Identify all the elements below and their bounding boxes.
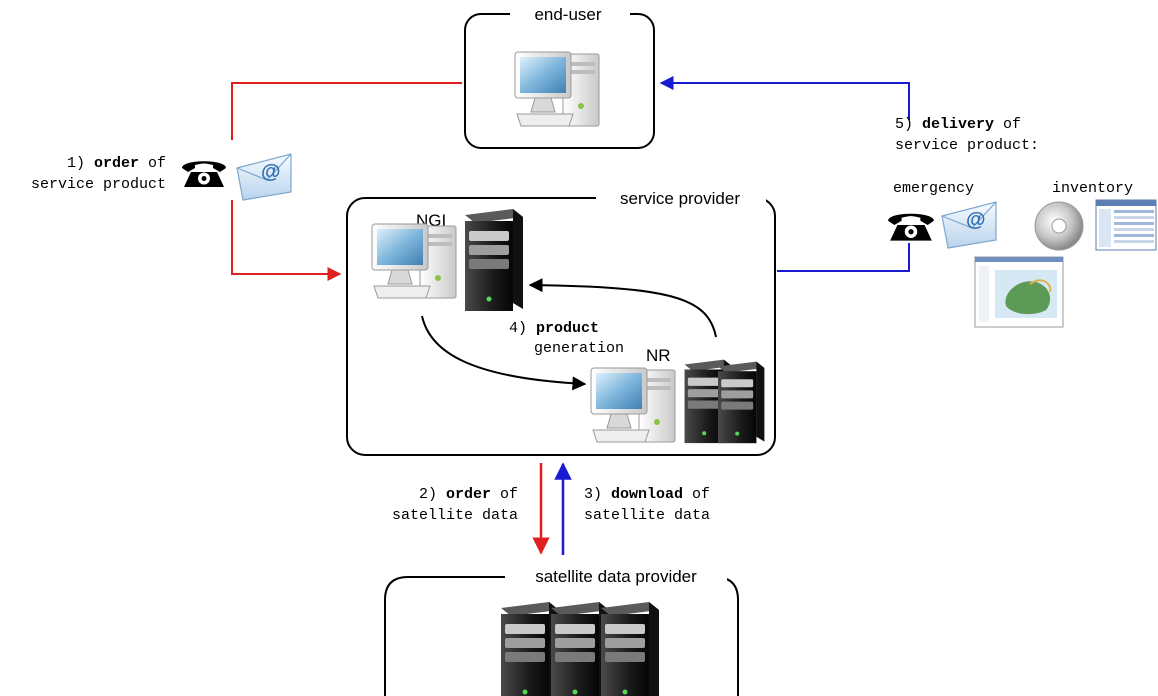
inventory-label: inventory [1052, 180, 1133, 197]
step-2-line2: satellite data [392, 507, 518, 524]
step-1-line2: service product [31, 176, 166, 193]
ngi-to-nr-flow [421, 315, 587, 391]
step-4-prefix: 4) [509, 320, 536, 337]
cd-disc-icon [1034, 201, 1084, 251]
step-5-label: 5) delivery of service product: [895, 116, 1039, 154]
step-2-suffix: of [491, 486, 518, 503]
delivery-email-icon [941, 201, 997, 249]
end-user-box: end-user [464, 4, 655, 149]
step-2-keyword: order [446, 486, 491, 503]
order-telephone-icon [182, 161, 226, 187]
step-4-label: 4) product generation [509, 320, 624, 357]
step-5-prefix: 5) [895, 116, 922, 133]
nr-computer-icon [590, 367, 676, 443]
step-4-line2: generation [534, 340, 624, 357]
step-3-suffix: of [683, 486, 710, 503]
ngi-computer-icon [371, 223, 457, 299]
end-user-label: end-user [534, 5, 601, 24]
step-2-label: 2) order of satellite data [392, 486, 518, 524]
satellite-server-icon-3 [601, 602, 659, 696]
svg-text:2) order of: 2) order of [419, 486, 518, 503]
step-3-label: 3) download of satellite data [584, 486, 710, 524]
step-1-keyword: order [94, 155, 139, 172]
svg-text:1) order of: 1) order of [67, 155, 166, 172]
svg-text:3) download of: 3) download of [584, 486, 710, 503]
order-email-icon [236, 153, 292, 201]
step-1-suffix: of [139, 155, 166, 172]
step-1-prefix: 1) [67, 155, 94, 172]
order-service-flow-lower [231, 200, 342, 281]
nr-server-icon-back [718, 361, 765, 444]
satellite-server-icon-1 [501, 602, 559, 696]
svg-text:4) product: 4) product [509, 320, 599, 337]
service-provider-label: service provider [620, 189, 740, 208]
svg-text:5) delivery of: 5) delivery of [895, 116, 1021, 133]
step-3-prefix: 3) [584, 486, 611, 503]
step-2-prefix: 2) [419, 486, 446, 503]
emergency-label: emergency [893, 180, 974, 197]
ngi-server-icon [465, 209, 523, 311]
end-user-computer-icon [514, 51, 600, 127]
satellite-provider-box: satellite data provider [384, 566, 739, 696]
delivery-flow-upper [659, 76, 910, 120]
satellite-server-icon-2 [551, 602, 609, 696]
order-service-flow [231, 82, 462, 140]
step-3-keyword: download [611, 486, 683, 503]
step-4-keyword: product [536, 320, 599, 337]
service-provider-box: service provider [346, 188, 776, 456]
map-window-icon [974, 256, 1064, 328]
nr-label: NR [646, 346, 671, 365]
delivery-flow [777, 243, 910, 272]
step-5-suffix: of [994, 116, 1021, 133]
nr-to-ngi-flow [528, 278, 717, 338]
step-3-line2: satellite data [584, 507, 710, 524]
step-5-line2: service product: [895, 137, 1039, 154]
delivery-telephone-icon [888, 213, 934, 241]
step-5-keyword: delivery [922, 116, 994, 133]
step-1-label: 1) order of service product [31, 155, 166, 193]
table-window-icon [1095, 199, 1157, 251]
satellite-provider-label: satellite data provider [535, 567, 697, 586]
